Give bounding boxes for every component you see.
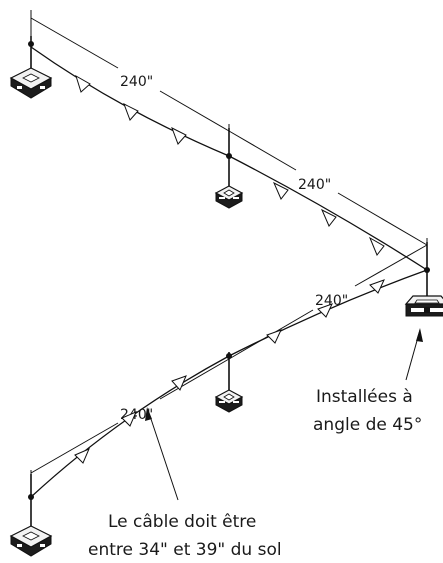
callout-installation-arrow [405, 328, 423, 381]
pennant-flag [171, 126, 187, 145]
pennant-flag [369, 279, 385, 294]
pennant-flag [74, 448, 90, 464]
post-top-left [9, 36, 53, 99]
post-corner-right [404, 242, 443, 317]
dimension-label-bottom-upper: 240" [315, 293, 348, 309]
callout-cable-arrow [145, 407, 179, 501]
pennant-flag [75, 74, 91, 93]
pennant-flag [368, 236, 385, 256]
post-middle-upper [214, 128, 244, 209]
installation-note-line2: angle de 45° [313, 415, 422, 435]
pennant-flags [74, 74, 385, 464]
pennant-flag [272, 181, 289, 200]
cable-height-note-line1: Le câble doit être [108, 512, 256, 532]
post-base [214, 185, 244, 209]
pennant-flag [317, 303, 333, 318]
post-base [9, 525, 53, 557]
dimension-lines [30, 10, 428, 498]
dimension-label-top-upper: 240" [120, 74, 153, 90]
installation-note-line1: Installées à [316, 387, 413, 407]
post-base [9, 67, 53, 99]
pennant-flag [171, 375, 187, 391]
pennant-flag [320, 208, 337, 227]
cable-height-note-line2: entre 34" et 39" du sol [88, 540, 282, 560]
pennant-flag [123, 102, 139, 121]
pennant-flag [121, 411, 137, 427]
post-bottom-left [9, 474, 53, 557]
pennant-flag [266, 329, 282, 344]
dimension-label-top-lower: 240" [298, 177, 331, 193]
post-base [404, 295, 443, 317]
post-base [214, 389, 244, 413]
post-middle-lower [214, 352, 244, 413]
